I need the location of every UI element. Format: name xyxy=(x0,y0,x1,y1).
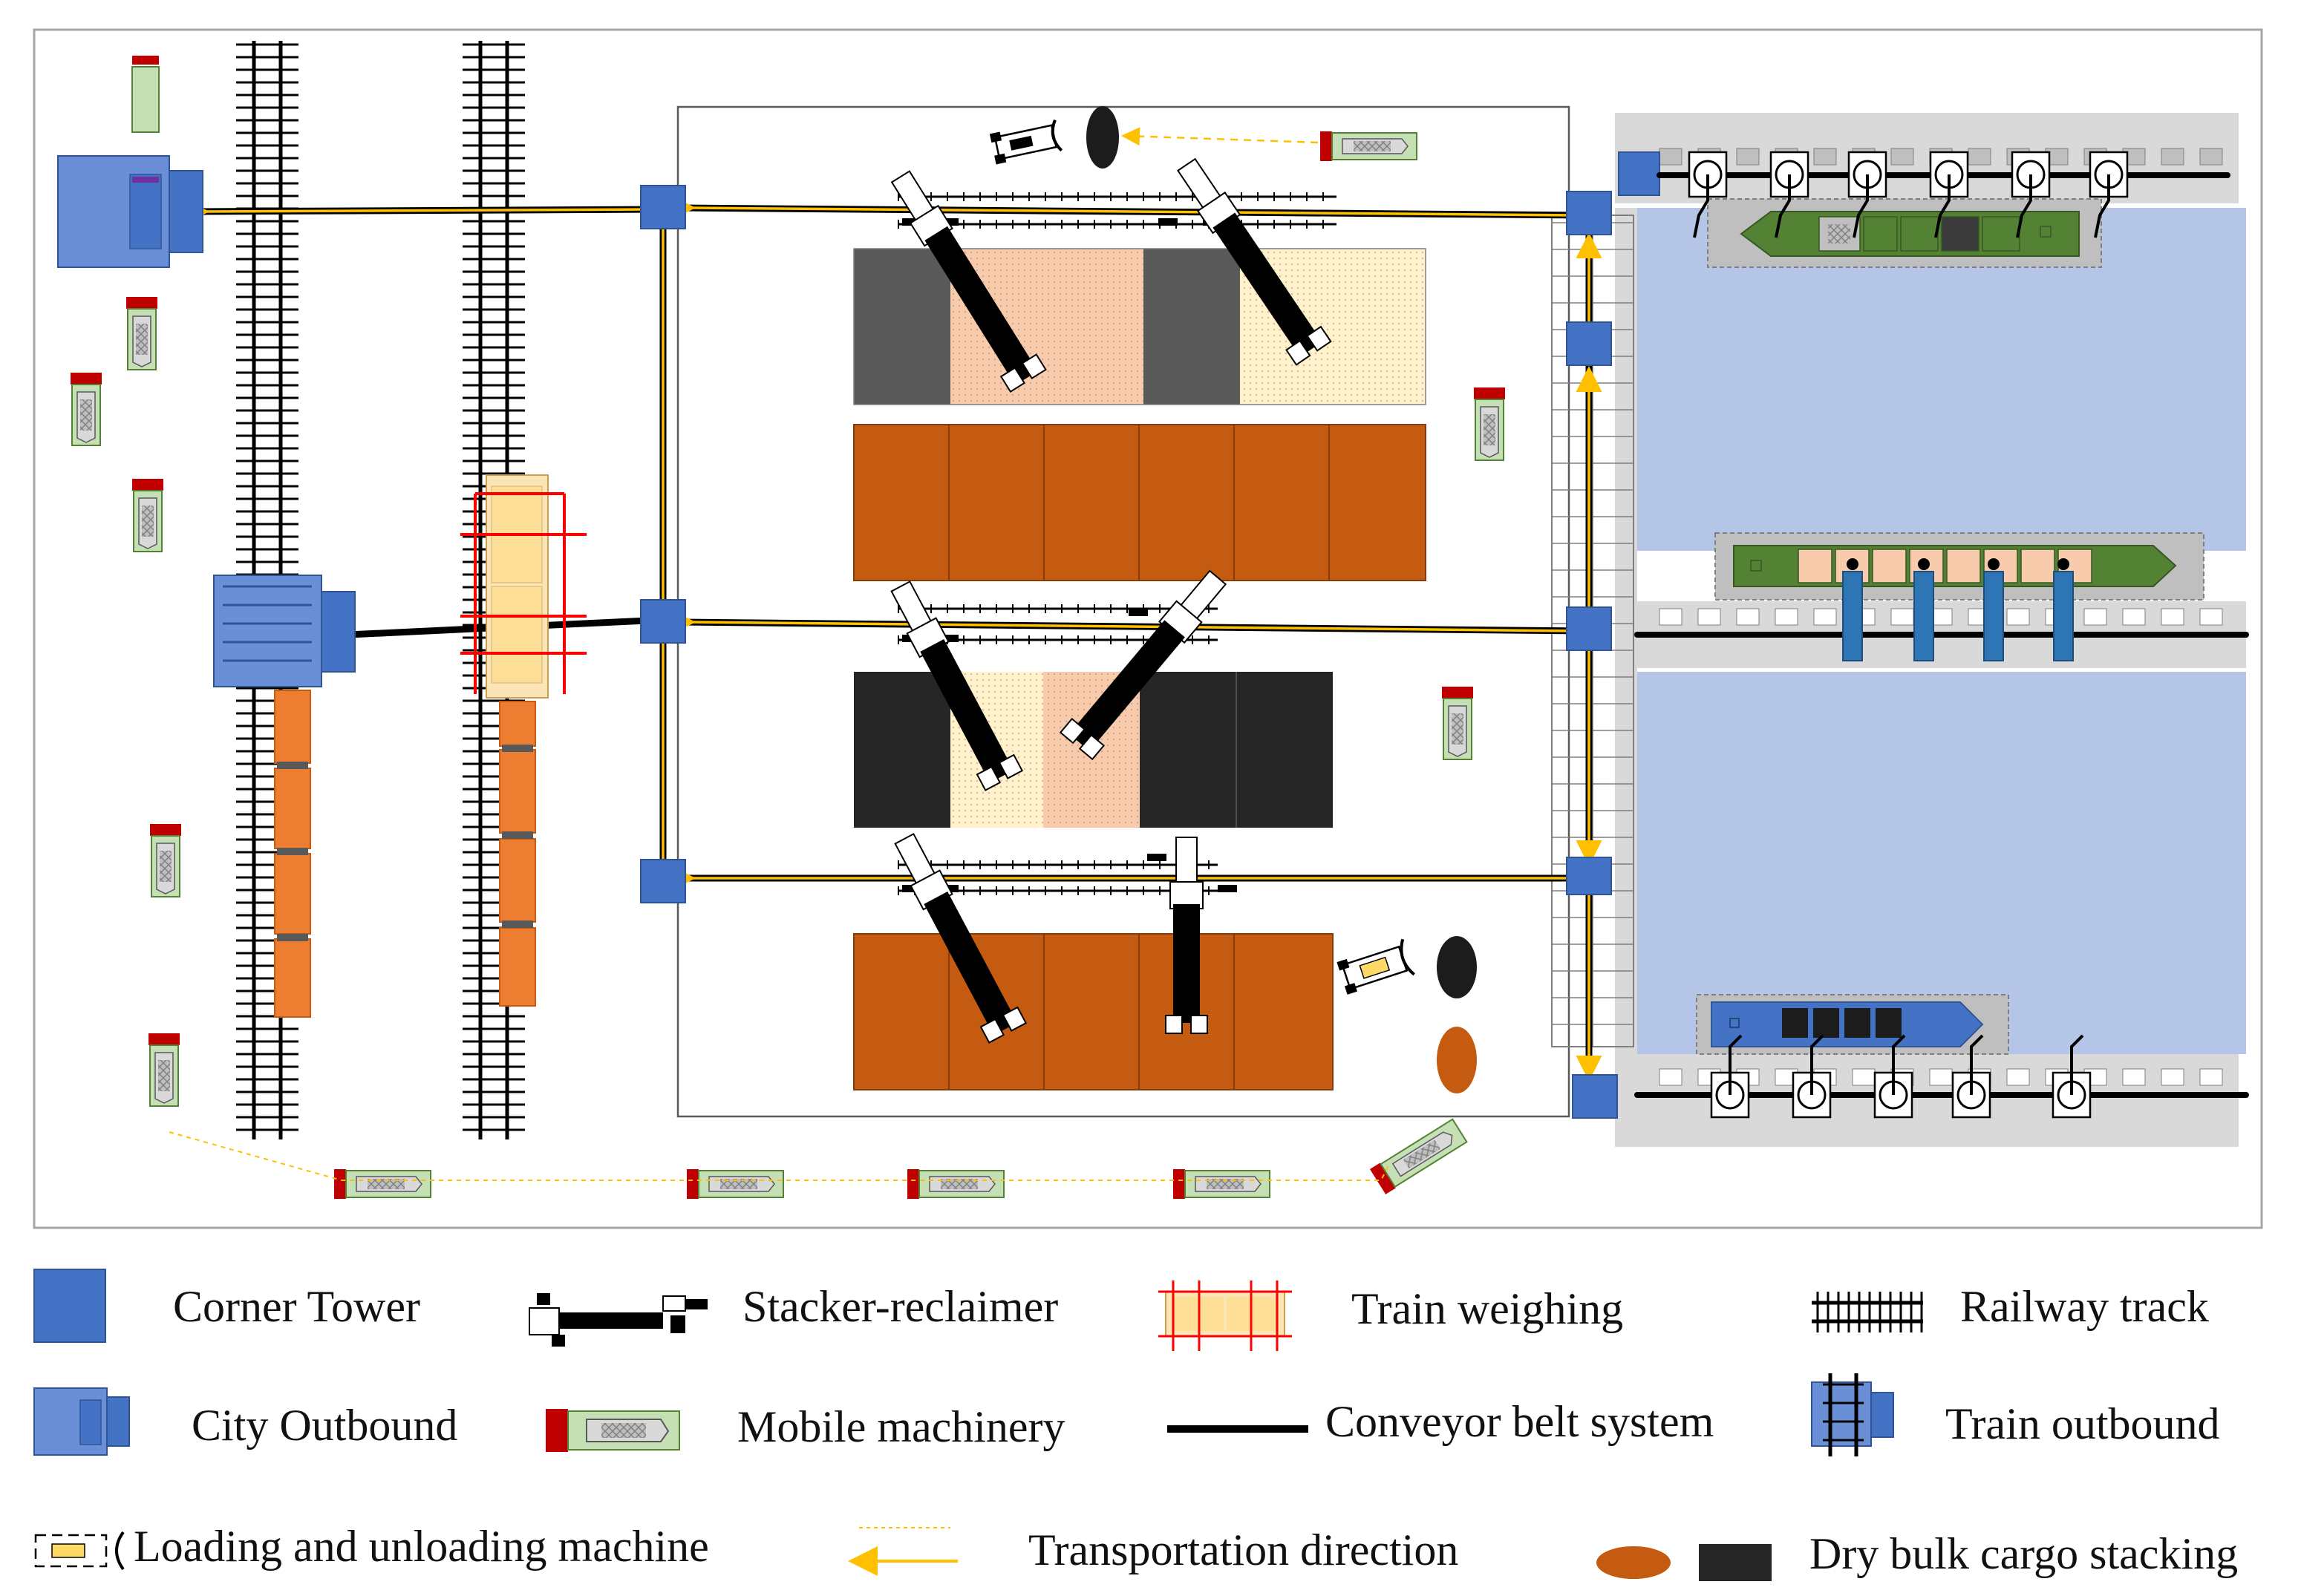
mobile-machinery xyxy=(1370,1118,1468,1194)
ship-green-middle xyxy=(1714,532,2204,601)
legend xyxy=(33,1269,1923,1581)
quay-crane xyxy=(1847,151,1887,238)
mobile-route-top xyxy=(1121,127,1319,146)
stacker-rail xyxy=(898,220,1336,229)
cargo-stacks xyxy=(853,248,1426,1090)
quay-crane xyxy=(2089,151,2129,238)
corner-tower xyxy=(1566,191,1612,235)
stack-dark-1 xyxy=(854,672,950,828)
legend-mobile-machinery-label: Mobile machinery xyxy=(737,1402,1065,1451)
legend-railway-track-label: Railway track xyxy=(1960,1282,2209,1331)
mobile-machinery xyxy=(687,1169,784,1199)
mobile-machinery xyxy=(131,56,160,133)
rail-block xyxy=(1147,854,1166,861)
city-outbound xyxy=(57,155,203,268)
quay-crane xyxy=(1792,1034,1832,1119)
legend-conveyor-belt-label: Conveyor belt system xyxy=(1325,1397,1714,1446)
mobile-machinery xyxy=(334,1169,431,1199)
stacker-reclaimers xyxy=(890,157,1332,1044)
stacker-reclaimer xyxy=(890,580,1024,791)
dry-bulk-pile-dark xyxy=(1086,106,1119,169)
legend-city-outbound-label: City Outbound xyxy=(192,1401,458,1450)
dry-bulk-pile-orange xyxy=(1437,1027,1477,1093)
quay-crane xyxy=(1769,151,1809,238)
city-outbound-icon xyxy=(33,1387,130,1456)
quay-crane xyxy=(1688,151,1728,238)
loading-machine xyxy=(989,119,1063,165)
mobile-machinery-icon xyxy=(546,1409,680,1452)
stacker-reclaimer xyxy=(1177,157,1332,366)
legend-transport-direction-label: Transportation direction xyxy=(1028,1525,1459,1574)
corner-tower xyxy=(1572,1074,1618,1119)
mobile-machinery xyxy=(150,824,181,897)
corner-tower xyxy=(1618,151,1660,196)
legend-train-weighing-label: Train weighing xyxy=(1351,1284,1624,1333)
train-weighing-station xyxy=(460,474,587,699)
mobile-machinery xyxy=(1442,687,1473,760)
ship-blue-bottom xyxy=(1696,994,2009,1055)
mobile-machinery xyxy=(1474,387,1505,461)
mobile-machinery xyxy=(126,297,157,370)
stacker-rail xyxy=(898,192,1336,201)
dry-bulk-cargo-icon xyxy=(1596,1544,1772,1581)
mobile-machinery xyxy=(132,479,163,552)
rail-block xyxy=(1218,885,1237,892)
stack-dark-2 xyxy=(1140,672,1236,828)
conveyor-belts xyxy=(183,194,1602,1099)
mobile-machinery xyxy=(1173,1169,1270,1199)
quay-cranes xyxy=(1688,151,2129,1119)
legend-dry-bulk-label: Dry bulk cargo stacking xyxy=(1809,1529,2239,1578)
train-weighing-icon xyxy=(1158,1281,1292,1351)
quay-crane xyxy=(2052,1034,2092,1119)
ship-unloaders xyxy=(1842,571,2074,661)
legend-stacker-reclaimer-label: Stacker-reclaimer xyxy=(742,1282,1059,1331)
ship-green-top xyxy=(1707,198,2102,268)
train-outbound-icon xyxy=(1811,1373,1894,1456)
mobile-route xyxy=(169,1131,1389,1181)
legend-corner-tower-label: Corner Tower xyxy=(173,1282,420,1331)
corner-tower xyxy=(640,599,686,644)
stacker-reclaimer xyxy=(1059,569,1227,761)
corner-tower xyxy=(1566,857,1612,895)
stack-grey-1 xyxy=(854,249,950,405)
stack-dark-3 xyxy=(1236,672,1333,828)
quay-crane xyxy=(1710,1034,1750,1119)
stacker-reclaimer xyxy=(894,833,1028,1044)
corner-tower xyxy=(640,185,686,229)
mobile-machinery xyxy=(907,1169,1005,1199)
railway-track-icon xyxy=(1812,1292,1923,1332)
stacker-reclaimer xyxy=(890,170,1047,393)
quay-crane xyxy=(1929,151,1969,238)
loading-machine xyxy=(1336,938,1415,995)
mobile-machinery xyxy=(148,1033,180,1107)
corner-tower xyxy=(640,859,686,903)
stack-orange-row-2 xyxy=(853,933,1334,1090)
stack-grey-2 xyxy=(1143,249,1240,405)
rail-block xyxy=(1158,218,1178,226)
mobile-machinery xyxy=(71,373,102,446)
mobile-machinery xyxy=(1320,131,1417,161)
loading-machine-icon xyxy=(34,1531,125,1571)
stacker-reclaimer xyxy=(1165,837,1208,1034)
quay-crane xyxy=(1951,1034,1991,1119)
train-outbound xyxy=(213,575,356,687)
corner-tower xyxy=(1566,321,1612,366)
rail-block xyxy=(1129,609,1148,616)
transport-direction-icon xyxy=(848,1527,958,1576)
legend-train-outbound-label: Train outbound xyxy=(1945,1399,2220,1448)
mobile-machinery-group xyxy=(71,56,1505,1199)
rail-block xyxy=(939,635,959,642)
quay-crane xyxy=(2011,151,2051,238)
stacker-reclaimer-icon xyxy=(529,1293,708,1347)
quay-crane xyxy=(1873,1034,1913,1119)
corner-tower xyxy=(1566,606,1612,651)
legend-loading-machine-label: Loading and unloading machine xyxy=(134,1522,709,1571)
stacker-rail xyxy=(898,860,1218,869)
dry-bulk-pile-dark xyxy=(1437,936,1477,998)
corner-tower-icon xyxy=(33,1269,106,1343)
corner-towers xyxy=(640,151,1660,1119)
